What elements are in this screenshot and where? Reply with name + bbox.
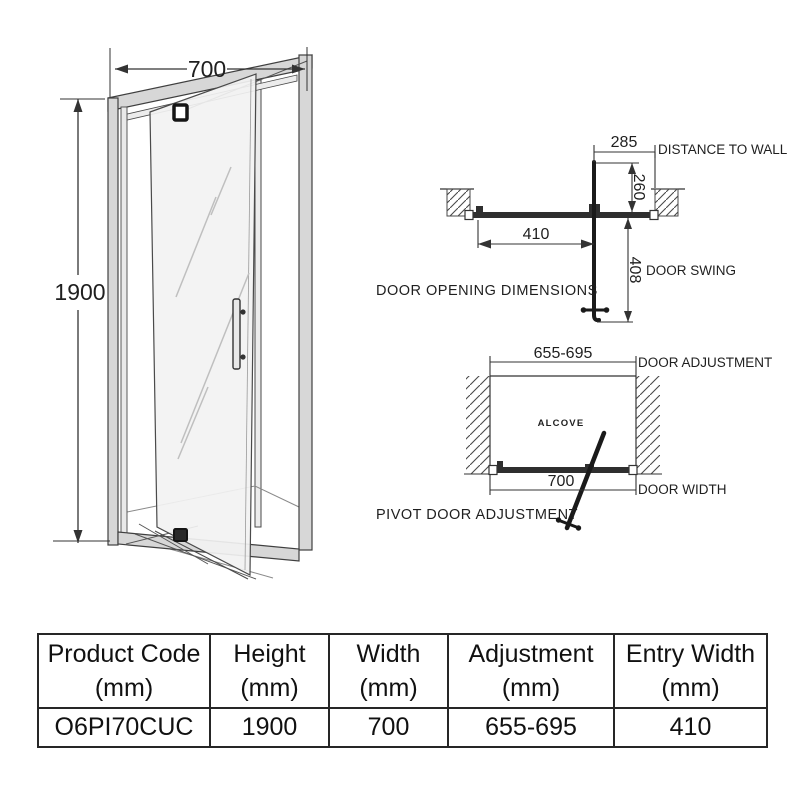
height-dimension-label: 1900 (54, 279, 105, 305)
header-product-code: Product Code (mm) (37, 633, 211, 709)
dimension-width-700 (109, 47, 308, 97)
dimension-655-695 (489, 356, 637, 376)
value-adjustment: 655-695 (447, 707, 615, 748)
swing-value-label: 408 (626, 257, 643, 284)
pivot-block-left (497, 461, 503, 467)
bar-end-cap-left (464, 209, 474, 221)
alcove-label: ALCOVE (538, 418, 585, 429)
shower-door-drawing: 700 1900 (53, 47, 313, 580)
glass-door-panel (149, 73, 257, 576)
spec-table: Product Code (mm) Height (mm) Width (mm)… (37, 633, 768, 748)
glass-edge-line (244, 78, 252, 571)
bottom-pivot-bracket (173, 528, 188, 542)
opening-diagram-title: DOOR OPENING DIMENSIONS (376, 283, 598, 299)
pivot-diagram-title: PIVOT DOOR ADJUSTMENT (376, 507, 578, 523)
dimension-410 (477, 220, 594, 249)
header-adjustment: Adjustment (mm) (447, 633, 615, 709)
wall-hatch-right (636, 376, 660, 474)
handle-knob (603, 307, 610, 313)
value-height: 1900 (209, 707, 330, 748)
pivot-door-adjustment-diagram: 655-695 DOOR ADJUSTMENT ALCOVE 700 DO (376, 345, 772, 531)
handle-knob (240, 309, 246, 315)
glass-streak (210, 166, 232, 216)
glass-streak (177, 386, 209, 460)
handle-knob (575, 525, 582, 531)
door-bottom-edge (154, 530, 249, 580)
glass-streak (175, 196, 217, 298)
dimension-700-width (489, 475, 637, 495)
spec-table-value-row: O6PI70CUC 1900 700 655-695 410 (37, 707, 768, 748)
frame-bar (471, 212, 653, 218)
door-handle (232, 298, 241, 370)
dimension-285 (593, 145, 656, 188)
top-pivot-bracket (172, 103, 189, 122)
header-height: Height (mm) (209, 633, 330, 709)
open-door-line (592, 160, 601, 323)
width-dimension-label: 700 (188, 56, 226, 82)
frame-left-post (107, 97, 119, 546)
dimension-260 (596, 162, 639, 212)
value-width: 700 (328, 707, 449, 748)
pivot-block-left (476, 206, 483, 212)
door-opening-dimensions-diagram: 285 DISTANCE TO WALL 260 410 408 DOOR SW… (376, 134, 788, 323)
door-adjustment-label: DOOR ADJUSTMENT (638, 355, 772, 370)
offset-value-label: 260 (630, 174, 647, 201)
frame-left-channel (120, 106, 128, 541)
frame-bar (495, 467, 631, 473)
bar-end-cap-right (649, 209, 659, 221)
value-entry-width: 410 (613, 707, 768, 748)
door-handle-plan (557, 518, 580, 530)
swinging-door-line (564, 430, 607, 531)
frame-right-post (298, 54, 313, 551)
bar-end-cap-right (628, 464, 638, 476)
handle-knob (580, 307, 587, 313)
dimension-height-1900 (53, 98, 110, 543)
spec-table-header-row: Product Code (mm) Height (mm) Width (mm)… (37, 633, 768, 709)
distance-to-wall-label: DISTANCE TO WALL (658, 142, 788, 157)
wall-hatch-left (466, 376, 490, 474)
door-swing-label: DOOR SWING (646, 263, 736, 278)
entry-value-label: 410 (523, 226, 550, 243)
adjustment-value-label: 655-695 (534, 345, 593, 362)
header-entry-width: Entry Width (mm) (613, 633, 768, 709)
wall-hatch-left (446, 188, 471, 217)
value-product-code: O6PI70CUC (37, 707, 211, 748)
dimension-408 (597, 218, 633, 323)
bar-end-cap-left (488, 464, 498, 476)
frame-inner-right-post (254, 79, 262, 528)
distance-value-label: 285 (611, 134, 638, 151)
door-width-label: DOOR WIDTH (638, 482, 727, 497)
handle-knob (555, 517, 562, 523)
header-width: Width (mm) (328, 633, 449, 709)
wall-hatch-right (654, 188, 679, 217)
handle-knob (240, 354, 246, 360)
width-value-label: 700 (548, 473, 575, 490)
bottom-swing-line-2 (138, 523, 209, 565)
